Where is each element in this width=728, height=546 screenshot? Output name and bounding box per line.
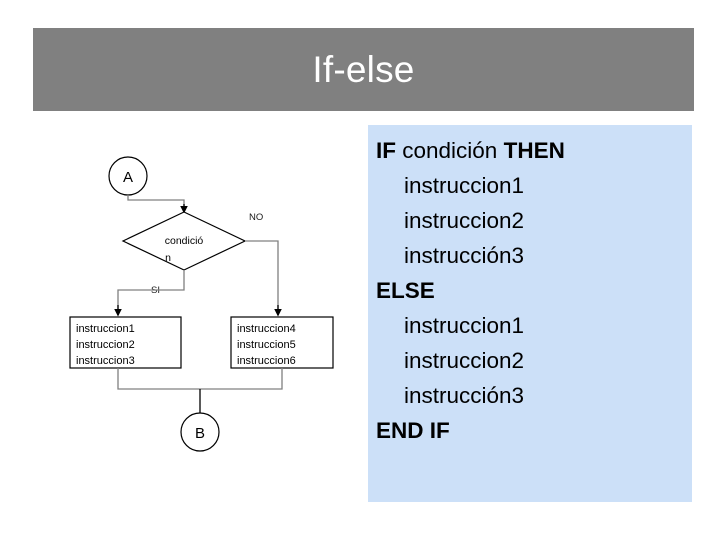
code-line-then-1: instruccion1 bbox=[376, 168, 682, 203]
code-token: instruccion2 bbox=[404, 208, 525, 233]
code-token: instrucción3 bbox=[404, 383, 525, 408]
branch-label-no: NO bbox=[249, 212, 263, 223]
code-token: THEN bbox=[503, 138, 565, 163]
code-line-else-line: ELSE bbox=[376, 273, 682, 308]
code-line-else-3: instrucción3 bbox=[376, 378, 682, 413]
code-line-then-2: instruccion2 bbox=[376, 203, 682, 238]
code-token: instruccion1 bbox=[404, 313, 525, 338]
code-line-endif: END IF bbox=[376, 413, 682, 448]
code-line-else-1: instruccion1 bbox=[376, 308, 682, 343]
code-token: instruccion2 bbox=[404, 348, 525, 373]
process-box-no-line1: instruccion4 bbox=[237, 323, 296, 335]
decision-label-line2: n bbox=[165, 252, 171, 264]
code-line-if-line: IF condición THEN bbox=[376, 133, 682, 168]
page-title: If-else bbox=[312, 49, 415, 90]
edge-si-branch bbox=[117, 270, 185, 311]
edge-a-to-decision bbox=[127, 195, 185, 207]
flowchart-diagram: A condició n NO SI instruccion1 instrucc… bbox=[50, 145, 360, 470]
connector-node-b bbox=[180, 412, 220, 452]
process-box-yes-line3: instruccion3 bbox=[76, 355, 135, 367]
code-token: END IF bbox=[376, 418, 450, 443]
code-token: ELSE bbox=[376, 278, 435, 303]
connector-node-b-label: B bbox=[195, 425, 205, 442]
edge-no-branch bbox=[245, 240, 279, 311]
connector-node-a-label: A bbox=[123, 169, 133, 186]
process-box-yes-line1: instruccion1 bbox=[76, 323, 135, 335]
code-token: IF bbox=[376, 138, 396, 163]
process-box-no-line2: instruccion5 bbox=[237, 339, 296, 351]
edge-merge-branches bbox=[117, 368, 283, 390]
slide-title-bar: If-else bbox=[33, 28, 694, 111]
process-box-no-line3: instruccion6 bbox=[237, 355, 296, 367]
code-line-else-2: instruccion2 bbox=[376, 343, 682, 378]
decision-label-line1: condició bbox=[165, 235, 204, 247]
code-token: instrucción3 bbox=[404, 243, 525, 268]
process-box-yes-line2: instruccion2 bbox=[76, 339, 135, 351]
process-box-yes bbox=[69, 316, 182, 369]
code-token: condición bbox=[396, 138, 504, 163]
pseudocode-panel: IF condición THEN instruccion1 instruccion… bbox=[368, 125, 692, 502]
code-token: instruccion1 bbox=[404, 173, 525, 198]
code-line-then-3: instrucción3 bbox=[376, 238, 682, 273]
